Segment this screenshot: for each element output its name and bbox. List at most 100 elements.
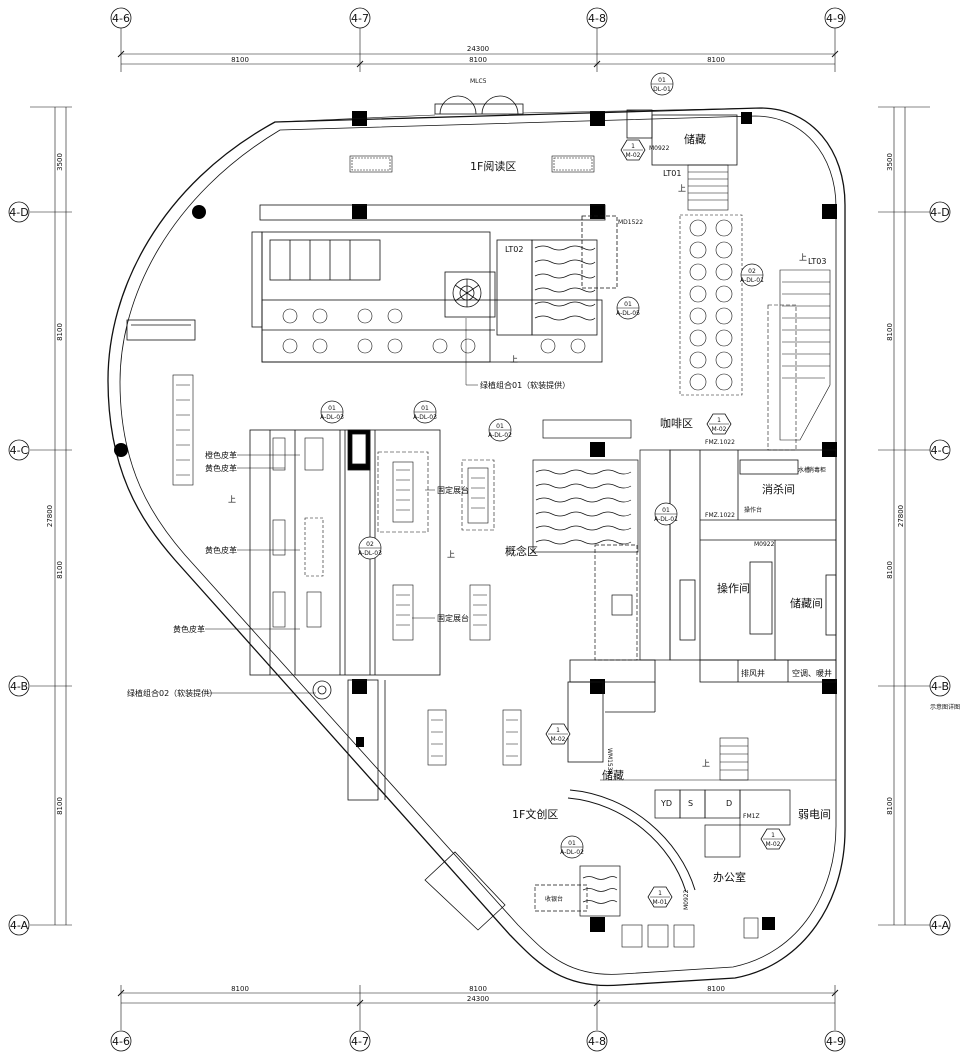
detail-marker-6: 01A-DL-02 <box>488 418 512 442</box>
dimension-ticks <box>117 50 839 1007</box>
tag-m0922-mid: M0922 <box>754 541 775 548</box>
callout-up-4: 上 <box>447 550 455 559</box>
hex-marker-4: 1 M-02 <box>760 828 786 850</box>
entrance-doors <box>434 95 524 115</box>
callout-leaders <box>205 318 478 694</box>
tag-mlc5: MLC5 <box>470 78 487 85</box>
structural-columns <box>114 111 837 932</box>
utility-rooms <box>654 789 791 858</box>
svg-text:DL-01: DL-01 <box>653 86 671 93</box>
middle-corridor <box>347 659 656 801</box>
detail-marker-8: 02A-DL-03 <box>358 536 382 560</box>
callout-orange-leather: 橙色皮革 <box>205 450 237 460</box>
tag-fmz-1022-a: FMZ.1022 <box>705 439 735 446</box>
axis-col-1-bottom: 4-6 <box>112 1035 130 1048</box>
room-label-coffee: 咖啡区 <box>660 416 693 430</box>
office-furniture <box>621 917 759 948</box>
room-label-creative: 1F文创区 <box>512 807 558 821</box>
callout-up-1: 上 <box>678 184 686 193</box>
svg-text:1: 1 <box>771 832 775 839</box>
axis-col-4-bottom: 4-9 <box>826 1035 844 1048</box>
callout-yellow-leather-3: 黄色皮革 <box>173 624 205 634</box>
axis-row-c-right: 4-C <box>931 444 950 457</box>
tag-fm1z: FM1Z <box>743 813 760 820</box>
callout-up-3: 上 <box>228 495 236 504</box>
back-of-house <box>669 449 837 683</box>
room-label-lt02: LT02 <box>505 245 523 254</box>
tag-d: D <box>726 799 732 808</box>
tag-wm1538: WM1538 <box>606 748 613 775</box>
dim-top-span-1: 8100 <box>231 56 249 64</box>
cafe-chair-rows <box>679 214 743 396</box>
axis-col-4-top: 4-9 <box>826 12 844 25</box>
dim-right-span-4: 8100 <box>886 797 894 815</box>
axis-row-a-left: 4-A <box>10 919 29 932</box>
room-label-operation: 操作间 <box>717 581 750 595</box>
axis-row-b-left: 4-B <box>10 680 28 693</box>
axis-row-d-right: 4-D <box>930 206 949 219</box>
svg-text:01: 01 <box>624 301 632 308</box>
svg-text:M-01: M-01 <box>653 899 668 906</box>
dim-bottom-total: 24300 <box>467 995 489 1003</box>
svg-text:01: 01 <box>658 77 666 84</box>
room-label-office: 办公室 <box>713 870 746 884</box>
tag-operation-table: 操作台 <box>744 506 762 514</box>
callout-yellow-leather-2: 黄色皮革 <box>205 545 237 555</box>
hex-marker-1: 1 M-02 <box>620 139 646 161</box>
detail-marker-9: 01A-DL-02 <box>560 835 584 859</box>
door-tags: MLC5 M0922 MD1522 FMZ.1022 FMZ.1022 M092… <box>470 78 826 910</box>
callout-text: 橙色皮革 黄色皮革 黄色皮革 黄色皮革 绿植组合01（软装提供） 绿植组合02（… <box>127 184 807 768</box>
display-stripes <box>176 384 518 757</box>
room-label-weak-power: 弱电间 <box>798 808 831 821</box>
cashier-counter <box>534 865 621 917</box>
axis-col-3-bottom: 4-8 <box>588 1035 606 1048</box>
svg-text:A-DL-05: A-DL-05 <box>616 310 640 317</box>
tag-m0922-bottom: M0922 <box>683 889 690 910</box>
svg-text:01: 01 <box>421 405 429 412</box>
reading-tables <box>349 155 595 173</box>
axis-bubbles <box>8 7 951 1052</box>
tag-md1522: MD1522 <box>618 219 643 226</box>
room-label-exhaust: 排风井 <box>741 668 765 678</box>
callout-plant-combo-2: 绿植组合02（软装提供） <box>127 688 217 698</box>
dim-right-span-1: 3500 <box>886 153 894 171</box>
svg-text:01: 01 <box>496 423 504 430</box>
coffee-bleachers <box>532 419 639 553</box>
dimension-text: 24300 8100 8100 8100 8100 8100 8100 2430… <box>46 45 905 1003</box>
stair-lt01 <box>687 164 729 211</box>
mezzanine-lt02 <box>126 204 618 363</box>
svg-text:1: 1 <box>631 143 635 150</box>
plant-combo-1 <box>452 278 482 308</box>
tag-yd: YD <box>660 799 672 808</box>
building-outline <box>107 107 846 987</box>
svg-text:1: 1 <box>556 727 560 734</box>
axis-col-2-top: 4-7 <box>351 12 369 25</box>
svg-text:M-02: M-02 <box>712 426 727 433</box>
dim-bottom-span-3: 8100 <box>707 985 725 993</box>
svg-text:02: 02 <box>366 541 374 548</box>
svg-text:M-02: M-02 <box>551 736 566 743</box>
tag-sink: 水槽 <box>798 466 810 474</box>
callout-up-2: 上 <box>510 355 518 364</box>
dim-left-total: 27800 <box>46 505 54 527</box>
diagonal-entry <box>312 680 506 931</box>
room-label-lt03: LT03 <box>808 257 826 266</box>
axis-row-c-left: 4-C <box>10 444 29 457</box>
tag-s: S <box>688 799 693 808</box>
svg-text:A-DL-01: A-DL-01 <box>654 516 678 523</box>
room-label-storage-room: 储藏间 <box>790 596 823 610</box>
room-label-disinfection: 消杀间 <box>762 482 795 496</box>
svg-text:02: 02 <box>748 268 756 275</box>
stair-bottom <box>600 737 836 781</box>
dim-left-span-1: 3500 <box>56 153 64 171</box>
svg-text:A-DL-02: A-DL-02 <box>560 849 584 856</box>
svg-text:A-DL-02: A-DL-02 <box>488 432 512 439</box>
room-label-storage-top: 储藏 <box>684 132 706 146</box>
detail-marker-4: 01A-DL-03 <box>320 400 344 424</box>
room-label-reading: 1F阅读区 <box>470 159 516 173</box>
svg-text:A-DL-01: A-DL-01 <box>740 277 764 284</box>
callout-up-5: 上 <box>799 253 807 262</box>
